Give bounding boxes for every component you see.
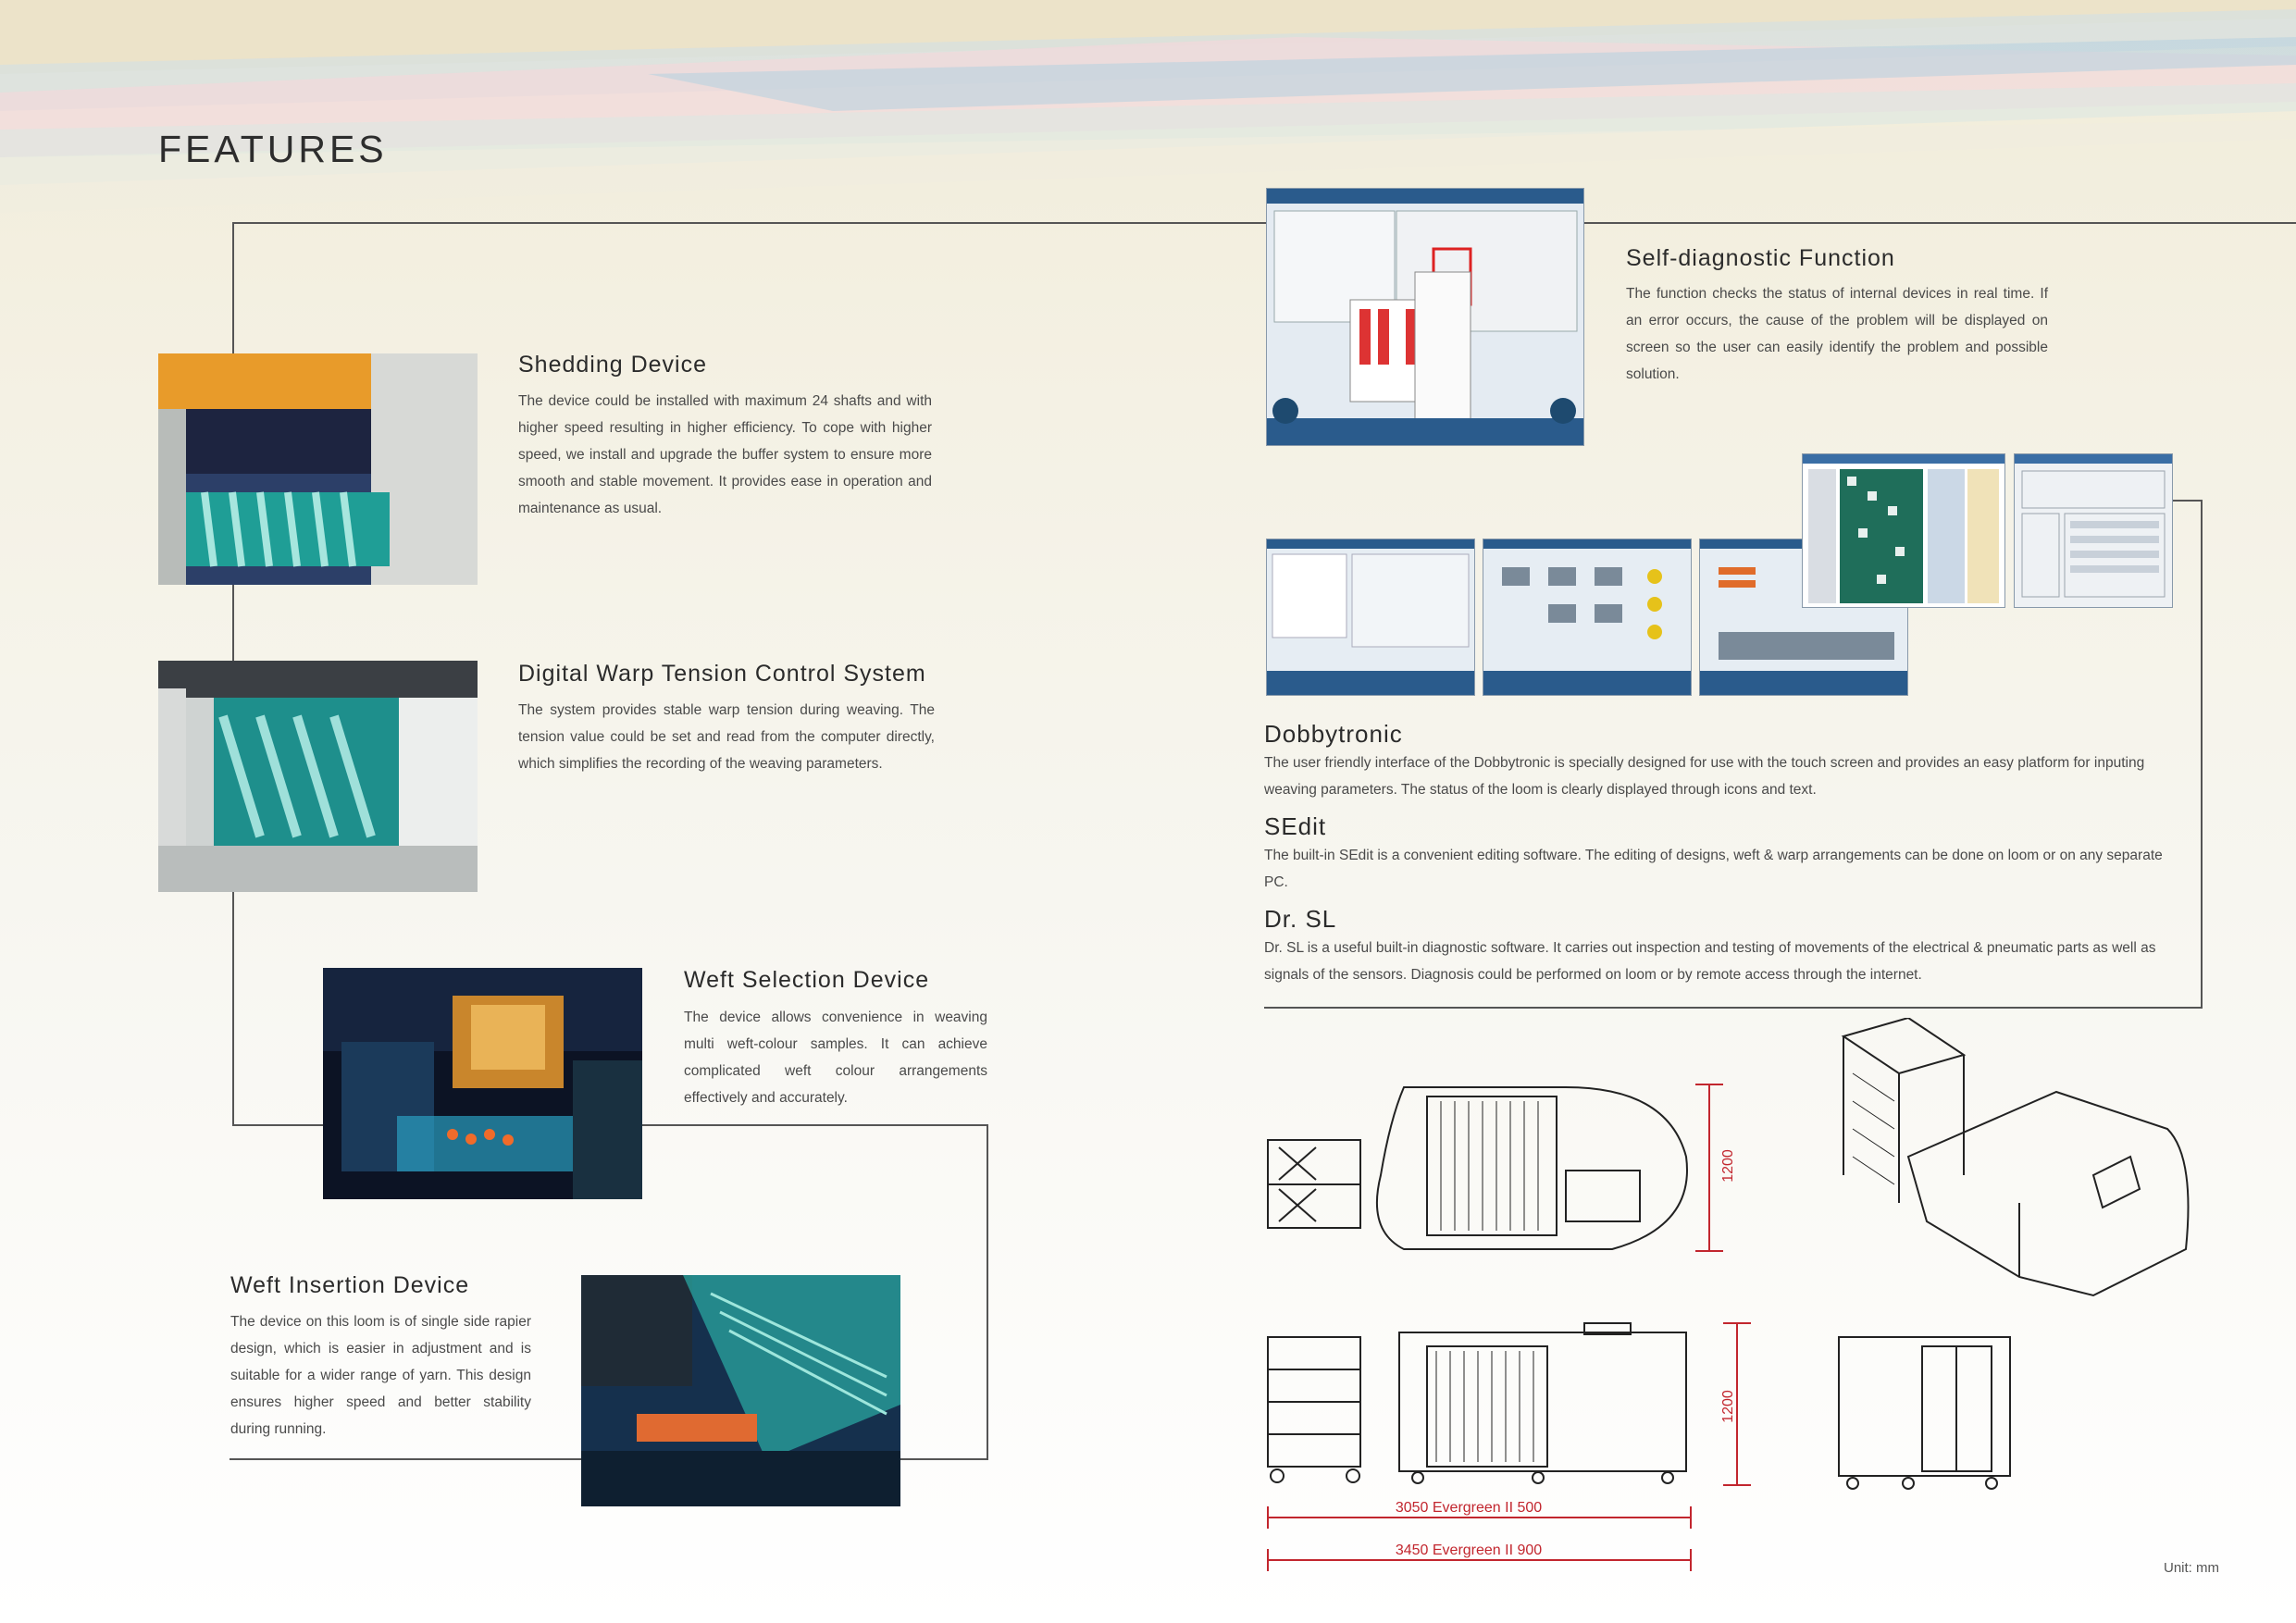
weft-insertion-photo bbox=[581, 1275, 900, 1506]
unit-label: Unit: mm bbox=[2164, 1560, 2219, 1576]
shedding-heading: Shedding Device bbox=[518, 352, 708, 378]
shedding-body: The device could be installed with maxim… bbox=[518, 393, 932, 516]
warp-tension-photo bbox=[158, 661, 478, 892]
connector-line bbox=[2173, 500, 2203, 502]
header-sky-banner bbox=[0, 0, 2296, 213]
warp-tension-body: The system provides stable warp tension … bbox=[518, 702, 935, 772]
weft-insertion-body: The device on this loom is of single sid… bbox=[230, 1314, 531, 1437]
page-title: FEATURES bbox=[158, 128, 388, 170]
dim-height-top: 1200 bbox=[1720, 1149, 1736, 1183]
connector-line bbox=[1582, 222, 2296, 224]
dobbytronic-body: The user friendly interface of the Dobby… bbox=[1264, 755, 2145, 798]
dim-width-900: 3450 Evergreen II 900 bbox=[1396, 1542, 1542, 1558]
shedding-device-photo bbox=[158, 353, 478, 585]
connector-line bbox=[900, 1458, 988, 1460]
connector-line bbox=[987, 1124, 988, 1460]
connector-line bbox=[2201, 500, 2203, 1009]
drsl-body: Dr. SL is a useful built-in diagnostic s… bbox=[1264, 940, 2156, 983]
connector-line bbox=[230, 1458, 581, 1460]
connector-line bbox=[232, 1124, 325, 1126]
loom-technical-drawings: 1200 1200 3050 Evergreen II 500 3450 Eve… bbox=[1267, 1018, 2190, 1571]
dobbytronic-screenshot-1 bbox=[1266, 539, 1475, 696]
connector-line bbox=[642, 1124, 988, 1126]
self-diagnostic-heading: Self-diagnostic Function bbox=[1626, 245, 1895, 271]
weft-insertion-heading: Weft Insertion Device bbox=[230, 1272, 470, 1298]
dobbytronic-heading: Dobbytronic bbox=[1264, 720, 1403, 748]
dim-height-bottom: 1200 bbox=[1720, 1390, 1736, 1423]
self-diagnostic-body: The function checks the status of intern… bbox=[1626, 286, 2048, 382]
weft-selection-photo bbox=[323, 968, 642, 1199]
sedit-body: The built-in SEdit is a convenient editi… bbox=[1264, 848, 2163, 890]
weft-selection-heading: Weft Selection Device bbox=[684, 967, 930, 993]
drsl-heading: Dr. SL bbox=[1264, 905, 1337, 933]
sedit-heading: SEdit bbox=[1264, 812, 1327, 840]
dobbytronic-screenshot-2 bbox=[1483, 539, 1692, 696]
dr-sl-screenshot bbox=[2014, 453, 2173, 608]
pattern-editor-screenshot bbox=[1802, 453, 2005, 608]
weft-selection-body: The device allows convenience in weaving… bbox=[684, 1010, 987, 1106]
connector-line bbox=[232, 222, 1269, 224]
warp-tension-heading: Digital Warp Tension Control System bbox=[518, 661, 926, 687]
self-diagnostic-screenshot bbox=[1266, 188, 1584, 446]
connector-line bbox=[1264, 1007, 2203, 1009]
dim-width-500: 3050 Evergreen II 500 bbox=[1396, 1500, 1542, 1516]
